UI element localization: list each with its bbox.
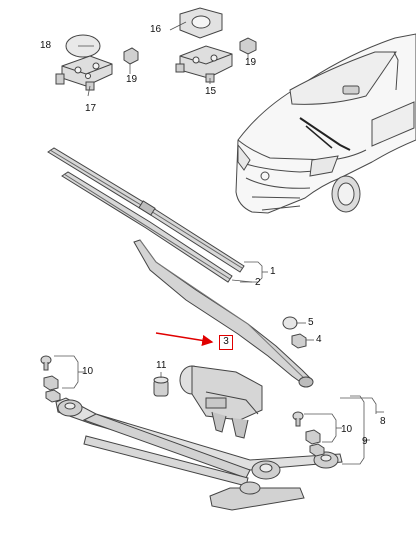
label-part-9: 9 <box>362 436 368 447</box>
label-part-16: 16 <box>150 24 162 35</box>
label-part-19-left: 19 <box>126 74 138 85</box>
label-part-11: 11 <box>156 360 167 371</box>
part-4-nut <box>291 333 307 349</box>
label-part-1: 1 <box>270 266 276 277</box>
part-19-clip-left <box>123 47 139 65</box>
label-part-4: 4 <box>316 334 322 345</box>
label-part-19-right: 19 <box>245 57 257 68</box>
label-part-17: 17 <box>85 103 97 114</box>
wiper-linkage-frame <box>55 397 343 511</box>
part-3-wiper-arm <box>133 239 314 388</box>
part-10-screw-left <box>40 355 52 371</box>
part-16-cover <box>179 7 223 39</box>
label-part-2: 2 <box>255 277 261 288</box>
wiper-motor <box>179 365 263 439</box>
label-part-10-left: 10 <box>82 366 94 377</box>
label-part-8: 8 <box>380 416 386 427</box>
wiper-blade-long <box>47 147 245 273</box>
red-pointer-arrow-icon <box>155 332 214 346</box>
part-17-sensor-holder <box>55 55 113 91</box>
car-front-quarter-icon <box>235 33 416 214</box>
label-part-5: 5 <box>308 317 314 328</box>
part-11-grommet <box>153 376 169 397</box>
part-15-sensor-holder <box>175 45 233 83</box>
part-10-screw-right <box>292 411 304 427</box>
wiper-blade-short <box>61 171 233 283</box>
part-5-cap <box>282 316 298 330</box>
label-part-15: 15 <box>205 86 217 97</box>
part-9-bushing-right <box>305 429 325 457</box>
part-9-bushing-left <box>43 375 61 403</box>
part-19-clip-right <box>239 37 257 55</box>
label-part-18: 18 <box>40 40 52 51</box>
label-part-10-right: 10 <box>341 424 353 435</box>
leader-lines <box>54 21 384 465</box>
callout-part-3: 3 <box>219 335 233 350</box>
